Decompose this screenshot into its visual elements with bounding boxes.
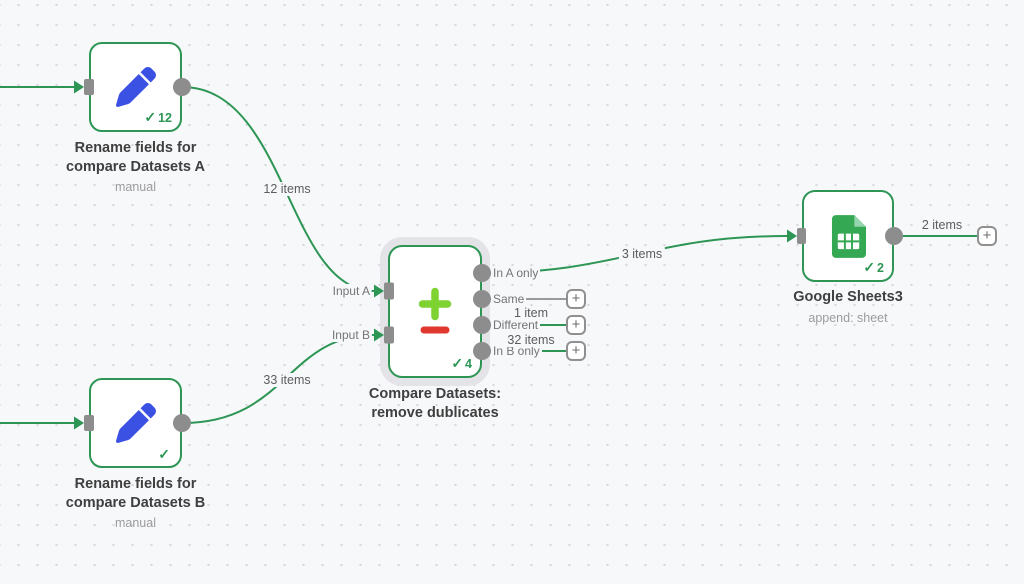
node-caption-compare: Compare Datasets: remove dublicates	[369, 385, 501, 422]
check-icon: ✓	[451, 355, 464, 371]
connection-arrow	[374, 328, 384, 342]
items-count-label: 3 items	[618, 247, 666, 261]
node-title: Rename fields for	[74, 476, 197, 492]
check-icon: ✓	[158, 446, 170, 462]
output-label-in-a-only: In A only	[491, 266, 541, 280]
run-count: 12	[158, 111, 172, 125]
input-label-b: Input B	[329, 328, 372, 342]
output-label-different: Different	[491, 318, 541, 332]
connection-arrow	[374, 284, 384, 298]
node-title: Google Sheets3	[793, 289, 903, 305]
node-title: Compare Datasets:	[368, 386, 502, 402]
pencil-icon	[115, 67, 156, 107]
node-title: compare Datasets A	[66, 158, 205, 175]
run-count: 2	[877, 261, 884, 275]
node-caption-sheets: Google Sheets3 append: sheet	[793, 288, 903, 325]
check-icon: ✓	[863, 259, 876, 275]
node-title: remove dublicates	[371, 404, 499, 421]
add-node-button-in-b-only[interactable]: +	[566, 341, 586, 361]
connection-arrow	[74, 416, 84, 430]
output-label-same: Same	[491, 292, 527, 306]
node-subtitle: append: sheet	[808, 310, 888, 325]
add-node-button-sheets-out[interactable]: +	[977, 226, 997, 246]
add-node-button-same[interactable]: +	[566, 289, 586, 309]
items-count-label: 32 items	[504, 333, 558, 347]
node-run-status: ✓ 2	[863, 259, 884, 275]
add-node-button-different[interactable]: +	[566, 315, 586, 335]
node-title: Rename fields for	[74, 140, 197, 156]
node-caption-rename-b: Rename fields for compare Datasets B man…	[66, 475, 205, 530]
node-google-sheets[interactable]: ✓ 2	[802, 190, 894, 282]
node-subtitle: manual	[114, 180, 156, 194]
node-rename-fields-b[interactable]: ✓	[89, 378, 182, 468]
node-run-status: ✓ 12	[144, 109, 172, 125]
items-count-label: 33 items	[260, 373, 314, 387]
connection-arrow	[74, 80, 84, 94]
items-count-label: 12 items	[260, 182, 314, 196]
compare-datasets-icon	[418, 287, 452, 333]
run-count: 4	[465, 357, 472, 371]
node-title: compare Datasets B	[65, 494, 206, 511]
node-caption-rename-a: Rename fields for compare Datasets A man…	[66, 139, 205, 194]
pencil-icon	[115, 403, 156, 443]
node-compare-datasets[interactable]: ✓ 4	[388, 245, 482, 378]
connection-arrow	[787, 229, 797, 243]
node-run-status: ✓ 4	[451, 355, 472, 371]
node-run-status: ✓	[158, 446, 172, 462]
items-count-label: 2 items	[918, 218, 966, 232]
node-rename-fields-a[interactable]: ✓ 12	[89, 42, 182, 132]
node-subtitle: manual	[114, 516, 156, 530]
google-sheets-icon	[831, 214, 866, 258]
check-icon: ✓	[144, 109, 157, 125]
items-count-label: 1 item	[510, 306, 552, 320]
input-label-a: Input A	[330, 284, 372, 298]
